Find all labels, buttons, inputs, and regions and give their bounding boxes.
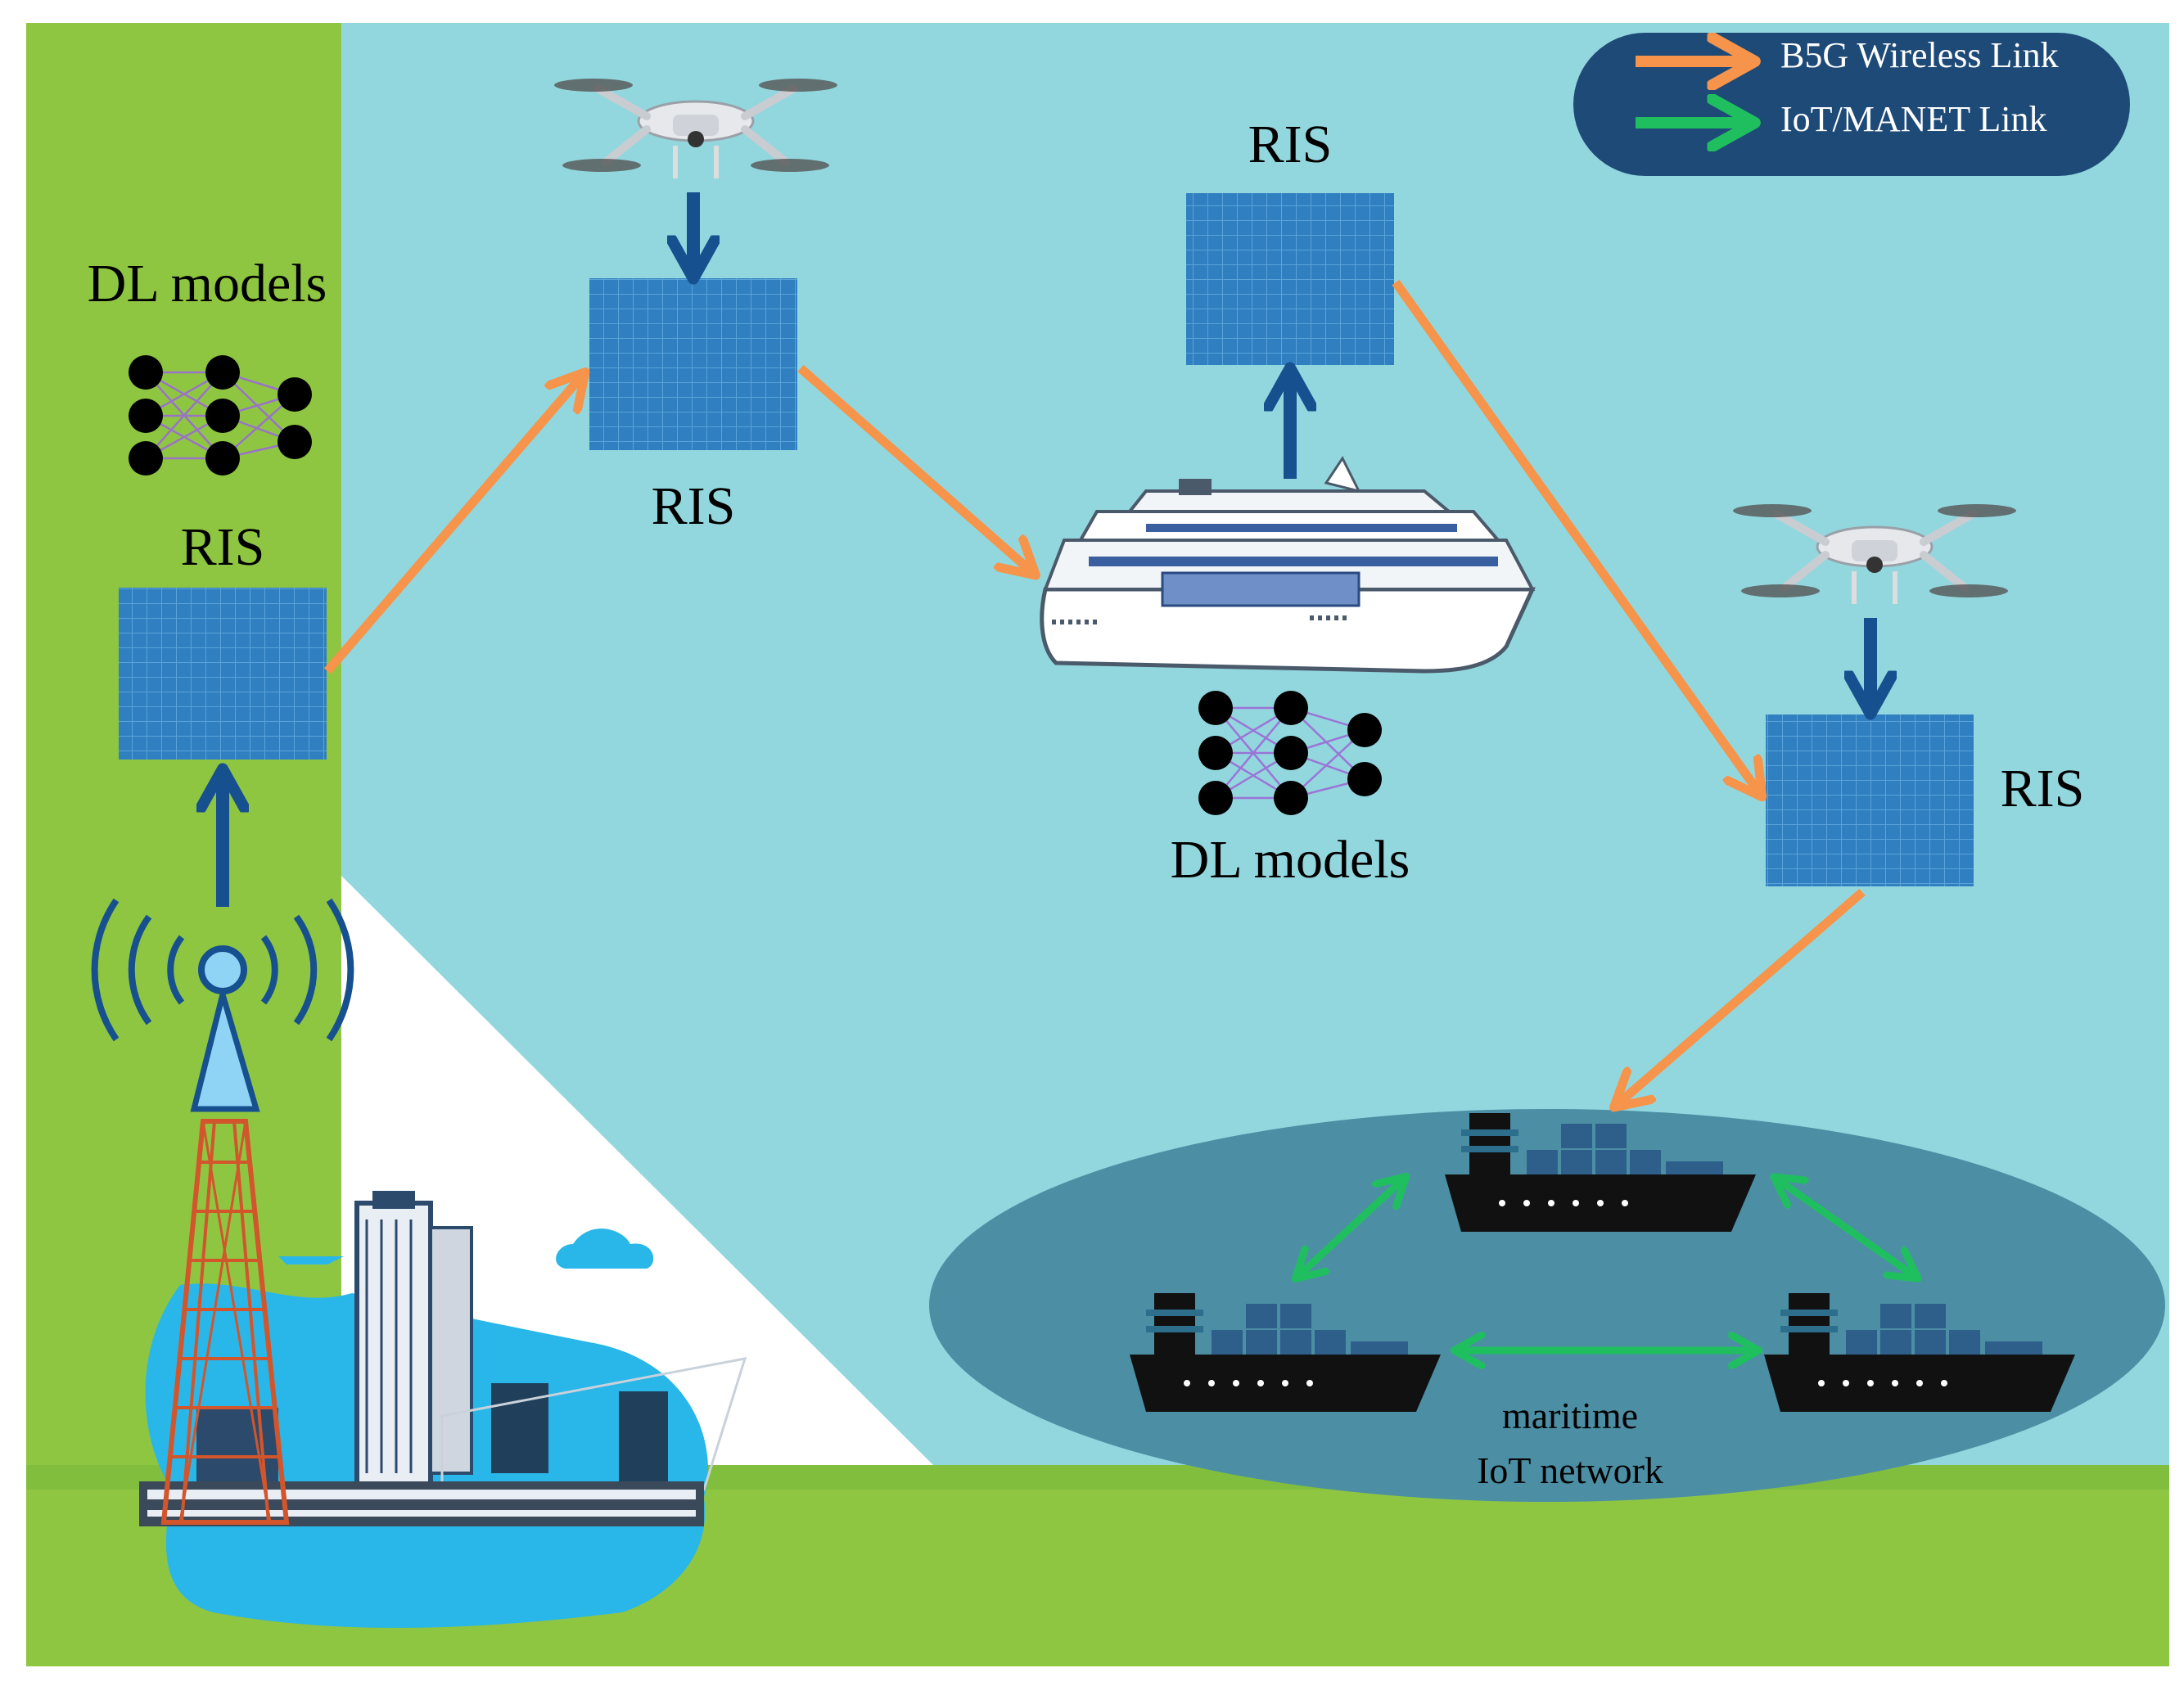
b5g-link-upper-ris-to-cruise xyxy=(797,364,1033,573)
city-port-icon xyxy=(139,1191,747,1628)
ris-right-label: RIS xyxy=(2001,759,2085,818)
legend-iot-label: IoT/MANET Link xyxy=(1780,99,2047,139)
cell-tower-icon xyxy=(91,898,354,1112)
b5g-links xyxy=(323,279,1866,1105)
ris-upper-left-label: RIS xyxy=(652,476,736,536)
ris-panel-left xyxy=(119,588,327,760)
ris-panel-upper-left xyxy=(589,278,797,450)
iot-links xyxy=(1297,1179,1916,1350)
dl-models-center-label: DL models xyxy=(1171,830,1410,890)
ris-left-label: RIS xyxy=(181,517,265,577)
ris-panel-right xyxy=(1766,715,1974,886)
ris-panel-upper-center xyxy=(1186,193,1394,365)
white-wedge xyxy=(341,876,933,1465)
lattice-tower xyxy=(160,1119,290,1525)
b5g-link-center-ris-to-right-ris xyxy=(1392,279,1760,794)
maritime-label-line1: maritime xyxy=(1502,1395,1638,1436)
maritime-label-line2: IoT network xyxy=(1477,1449,1663,1491)
neural-network-icon xyxy=(1198,691,1382,815)
dl-models-left-label: DL models xyxy=(88,254,327,313)
cruise-ship-icon xyxy=(1040,456,1536,674)
iot-link-top-to-right xyxy=(1776,1179,1916,1277)
ris-upper-center-label: RIS xyxy=(1248,115,1333,174)
iot-link-top-to-left xyxy=(1297,1179,1404,1277)
legend-b5g-label: B5G Wireless Link xyxy=(1780,35,2059,75)
legend: B5G Wireless Link IoT/MANET Link xyxy=(1573,33,2130,176)
b5g-link-tower-ris-to-upper-ris xyxy=(323,375,583,674)
neural-network-icon xyxy=(129,355,312,476)
b5g-link-right-ris-to-maritime xyxy=(1617,888,1866,1105)
